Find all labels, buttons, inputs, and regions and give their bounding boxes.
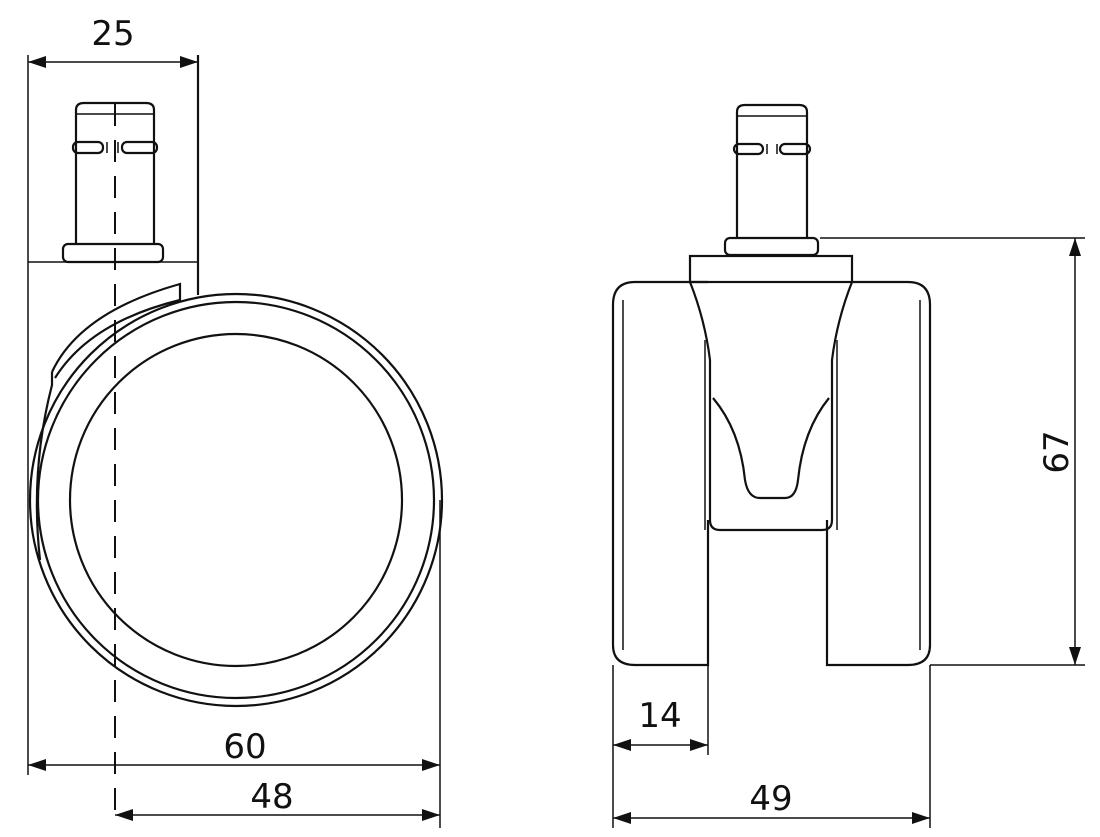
stem-front [723,103,820,257]
dimension-label-25: 25 [91,14,134,54]
dimension-label-48: 48 [250,777,293,817]
dimension-label-67: 67 [1037,430,1077,473]
dimension-label-49: 49 [749,779,792,819]
stem-side [61,101,165,264]
bracket-side [28,55,200,561]
fork-front [688,254,854,532]
dimension-48: 48 [115,777,440,821]
wheel-right-front [825,280,932,667]
side-view: 25 60 48 [27,14,444,828]
dimension-49: 49 [613,665,931,828]
front-view: 67 14 49 [611,103,1085,828]
wheel-left-front [611,280,710,667]
dimension-67: 67 [820,237,1085,666]
dimension-label-60: 60 [223,727,266,767]
dimension-60: 60 [28,500,441,828]
dimension-14: 14 [612,665,709,828]
wheel-side [28,292,444,708]
dimension-25: 25 [27,14,198,775]
dimension-label-14: 14 [638,696,681,736]
